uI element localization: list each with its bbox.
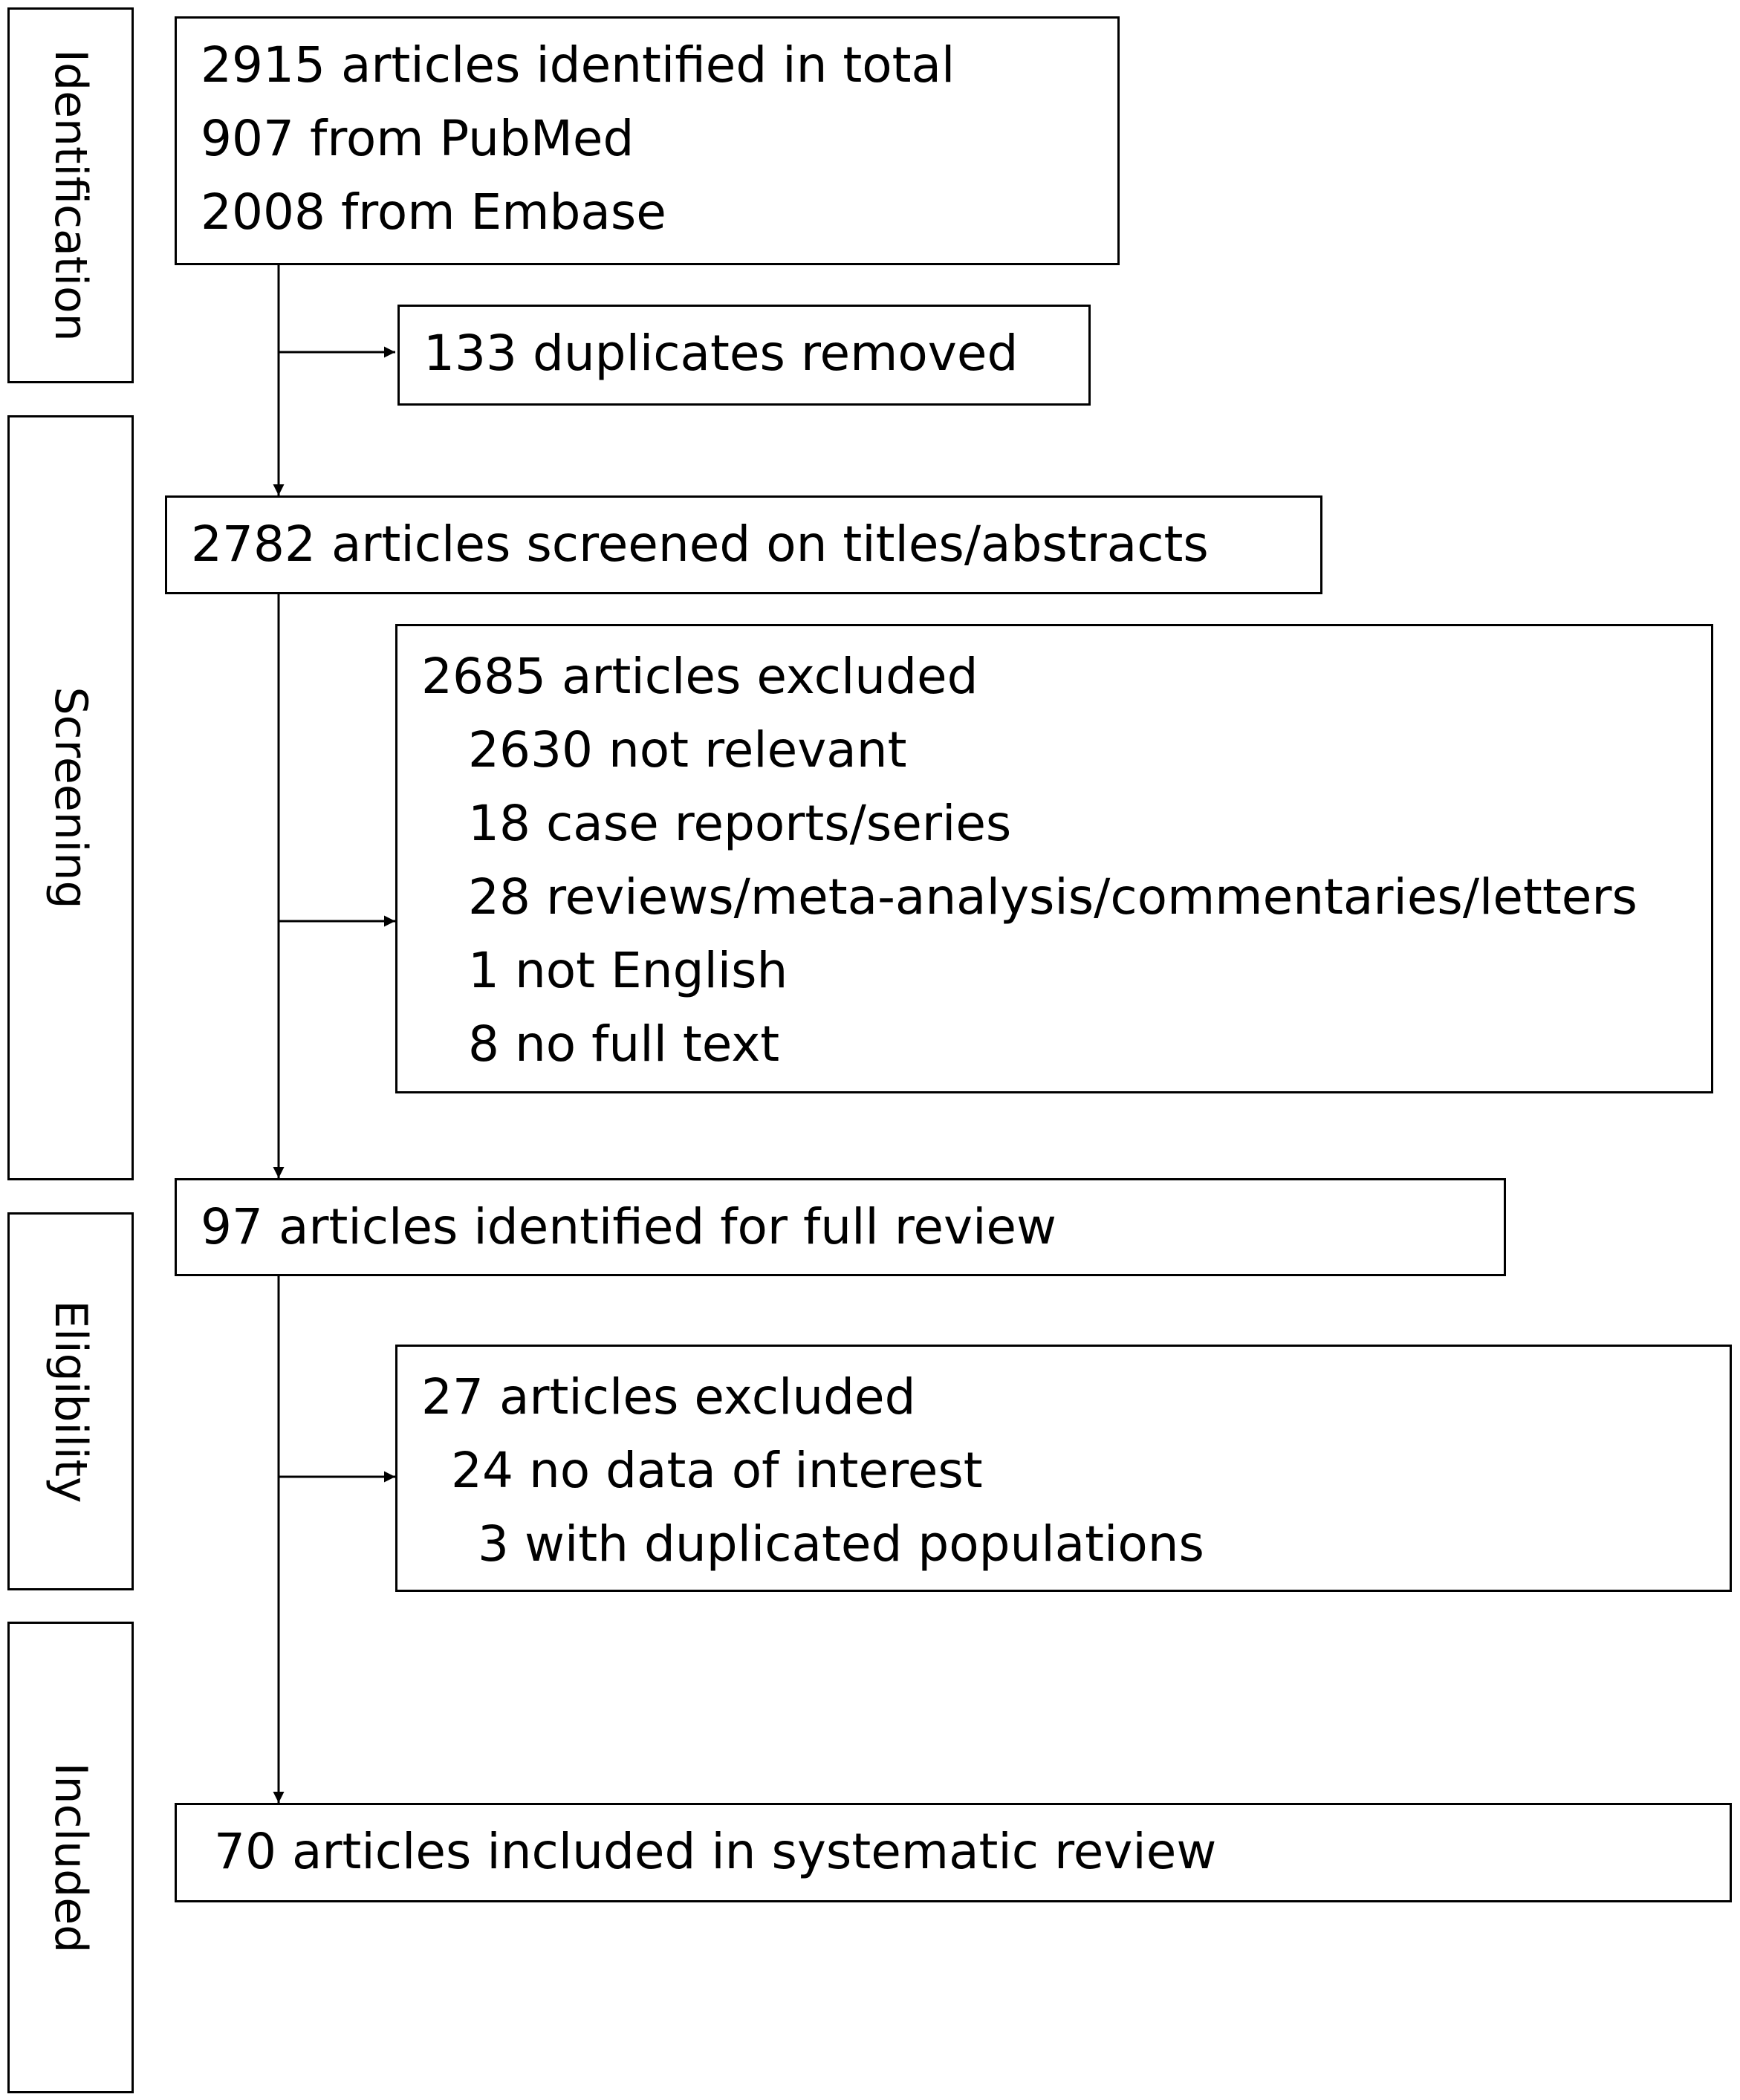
screen-excluded-item: 28 reviews/meta-analysis/commentaries/le… — [468, 868, 1637, 926]
stage-screening: Screening — [7, 415, 134, 1180]
included-box: 70 articles included in systematic revie… — [175, 1803, 1732, 1902]
stage-eligibility: Eligibility — [7, 1212, 134, 1590]
eligibility-excluded-box: 27 articles excluded 24 no data of inter… — [395, 1345, 1732, 1592]
full-review-box: 97 articles identified for full review — [175, 1178, 1506, 1276]
eligibility-excluded-item: 24 no data of interest — [451, 1442, 983, 1499]
screen-excluded-title: 2685 articles excluded — [421, 648, 978, 705]
identified-box: 2915 articles identified in total 907 fr… — [175, 16, 1120, 265]
eligibility-excluded-item: 3 with duplicated populations — [478, 1515, 1204, 1573]
screen-excluded-item: 2630 not relevant — [468, 721, 907, 778]
identified-pubmed-text: 907 from PubMed — [201, 110, 634, 167]
screen-excluded-item: 18 case reports/series — [468, 795, 1012, 852]
identified-embase-text: 2008 from Embase — [201, 183, 666, 241]
duplicates-box: 133 duplicates removed — [397, 305, 1091, 406]
screen-excluded-box: 2685 articles excluded 2630 not relevant… — [395, 624, 1713, 1093]
screened-text: 2782 articles screened on titles/abstrac… — [191, 516, 1209, 573]
stage-identification: Identification — [7, 7, 134, 383]
full-review-text: 97 articles identified for full review — [201, 1198, 1057, 1255]
included-text: 70 articles included in systematic revie… — [214, 1823, 1217, 1880]
stage-included: Included — [7, 1622, 134, 2093]
screen-excluded-item: 8 no full text — [468, 1015, 780, 1073]
eligibility-excluded-title: 27 articles excluded — [421, 1368, 916, 1426]
screened-box: 2782 articles screened on titles/abstrac… — [165, 495, 1322, 594]
identified-total-text: 2915 articles identified in total — [201, 36, 955, 94]
screen-excluded-item: 1 not English — [468, 942, 788, 999]
duplicates-text: 133 duplicates removed — [423, 325, 1019, 382]
